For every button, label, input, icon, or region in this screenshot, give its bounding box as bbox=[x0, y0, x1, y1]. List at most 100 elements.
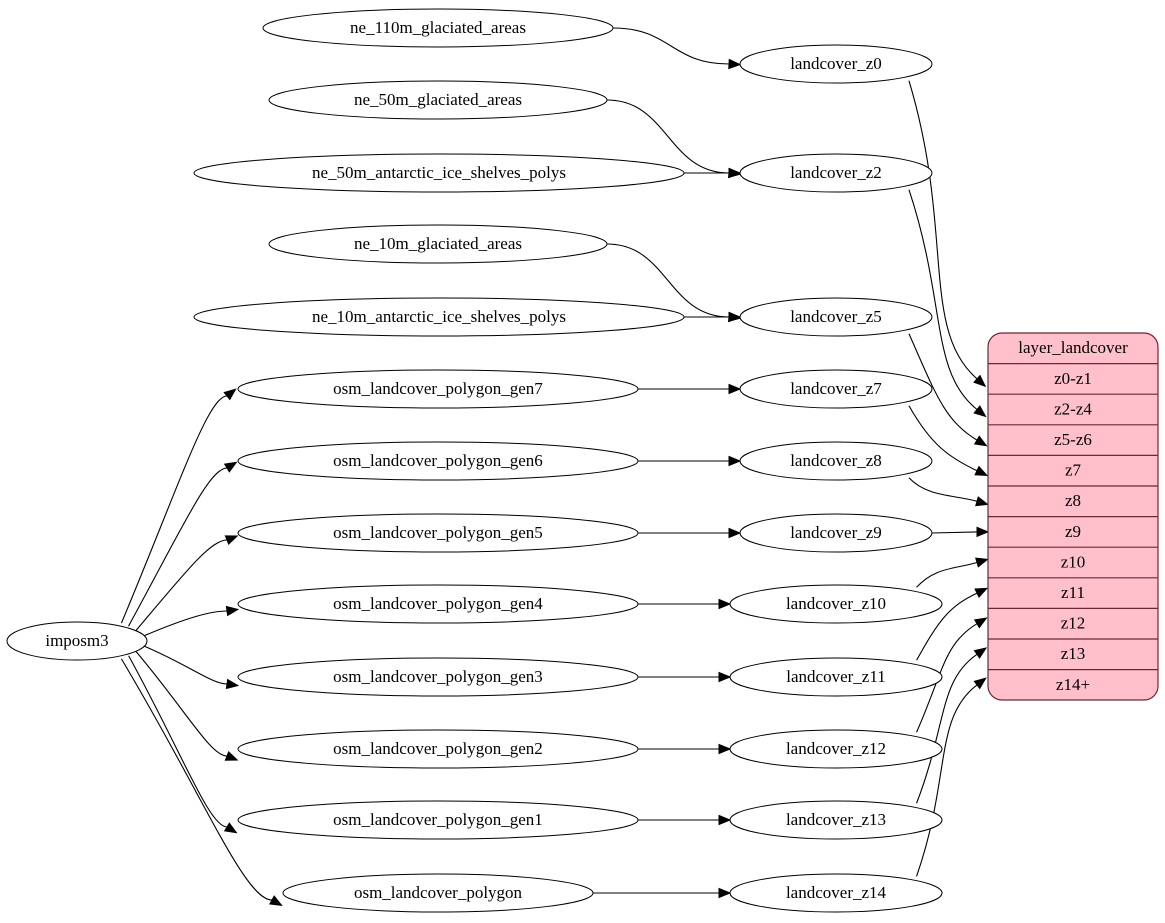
node-label: landcover_z10 bbox=[786, 594, 886, 613]
node-ellipse bbox=[729, 873, 943, 913]
edge-imposm3-to-osm_landcover_polygon bbox=[120, 658, 273, 901]
node-ellipse bbox=[6, 621, 148, 661]
node-landcover_z5[interactable]: landcover_z5 bbox=[739, 297, 933, 337]
arrow-head-icon bbox=[718, 743, 732, 755]
node-osm_landcover_polygon_gen3[interactable]: osm_landcover_polygon_gen3 bbox=[237, 657, 639, 697]
edge-landcover_z0-to-row bbox=[908, 80, 978, 380]
node-label: osm_landcover_polygon bbox=[354, 883, 523, 902]
node-landcover_z0[interactable]: landcover_z0 bbox=[739, 44, 933, 84]
arrow-head-icon bbox=[728, 383, 742, 395]
table-row[interactable]: z12 bbox=[1061, 614, 1086, 633]
arrow-head-icon bbox=[973, 617, 988, 629]
node-ellipse bbox=[193, 297, 685, 337]
edge-imposm3-to-osm_landcover_polygon_gen3 bbox=[140, 644, 228, 685]
node-ne_10m_glaciated_areas[interactable]: ne_10m_glaciated_areas bbox=[268, 224, 608, 264]
arrow-head-icon bbox=[728, 527, 742, 539]
table-row[interactable]: z5-z6 bbox=[1054, 430, 1092, 449]
edge-ne_50m_glaciated_areas-to-landcover_z2 bbox=[606, 99, 730, 174]
table-row[interactable]: z9 bbox=[1065, 522, 1081, 541]
edge-imposm3-to-osm_landcover_polygon_gen6 bbox=[128, 467, 228, 627]
node-label: landcover_z13 bbox=[786, 810, 886, 829]
node-ellipse bbox=[739, 441, 933, 481]
node-landcover_z14[interactable]: landcover_z14 bbox=[729, 873, 943, 913]
table-row[interactable]: z7 bbox=[1065, 461, 1082, 480]
node-landcover_z12[interactable]: landcover_z12 bbox=[729, 729, 943, 769]
table-row-label: z10 bbox=[1061, 552, 1086, 571]
node-imposm3[interactable]: imposm3 bbox=[6, 621, 148, 661]
node-label: osm_landcover_polygon_gen3 bbox=[333, 667, 543, 686]
node-ellipse bbox=[739, 153, 933, 193]
node-label: landcover_z2 bbox=[790, 163, 882, 182]
edge-ne_10m_glaciated_areas-to-landcover_z5 bbox=[606, 243, 730, 318]
node-ellipse bbox=[237, 800, 639, 840]
node-label: osm_landcover_polygon_gen2 bbox=[333, 739, 543, 758]
arrow-head-icon bbox=[223, 461, 238, 473]
edge-imposm3-to-osm_landcover_polygon_gen1 bbox=[128, 655, 228, 828]
edge-landcover_z10-to-row bbox=[916, 561, 978, 588]
node-ellipse bbox=[729, 584, 943, 624]
arrow-head-icon bbox=[224, 535, 239, 546]
arrow-head-icon bbox=[975, 557, 989, 568]
node-label: landcover_z14 bbox=[786, 883, 887, 902]
node-label: ne_10m_antarctic_ice_shelves_polys bbox=[312, 307, 566, 326]
arrow-head-icon bbox=[718, 887, 732, 899]
node-landcover_z11[interactable]: landcover_z11 bbox=[729, 657, 943, 697]
node-osm_landcover_polygon_gen2[interactable]: osm_landcover_polygon_gen2 bbox=[237, 729, 639, 769]
node-label: ne_110m_glaciated_areas bbox=[350, 18, 526, 37]
node-ne_50m_antarctic_ice_shelves_polys[interactable]: ne_50m_antarctic_ice_shelves_polys bbox=[193, 153, 685, 193]
arrow-head-icon bbox=[974, 465, 989, 476]
node-landcover_z10[interactable]: landcover_z10 bbox=[729, 584, 943, 624]
node-osm_landcover_polygon_gen7[interactable]: osm_landcover_polygon_gen7 bbox=[237, 369, 639, 409]
arrow-head-icon bbox=[976, 526, 990, 538]
node-label: ne_50m_antarctic_ice_shelves_polys bbox=[312, 163, 566, 182]
node-landcover_z8[interactable]: landcover_z8 bbox=[739, 441, 933, 481]
arrow-head-icon bbox=[225, 605, 240, 617]
edge-landcover_z8-to-row bbox=[908, 477, 978, 502]
node-landcover_z2[interactable]: landcover_z2 bbox=[739, 153, 933, 193]
table-row[interactable]: z8 bbox=[1065, 491, 1081, 510]
table-row-label: z11 bbox=[1061, 583, 1085, 602]
node-osm_landcover_polygon_gen1[interactable]: osm_landcover_polygon_gen1 bbox=[237, 800, 639, 840]
node-label: landcover_z8 bbox=[790, 451, 882, 470]
node-ne_10m_antarctic_ice_shelves_polys[interactable]: ne_10m_antarctic_ice_shelves_polys bbox=[193, 297, 685, 337]
arrow-head-icon bbox=[973, 677, 987, 690]
layer-landcover-table: layer_landcoverz0-z1z2-z4z5-z6z7z8z9z10z… bbox=[987, 332, 1159, 701]
table-row[interactable]: z13 bbox=[1061, 644, 1086, 663]
node-osm_landcover_polygon_gen5[interactable]: osm_landcover_polygon_gen5 bbox=[237, 513, 639, 553]
table-row-label: z13 bbox=[1061, 644, 1086, 663]
node-ellipse bbox=[729, 729, 943, 769]
arrow-head-icon bbox=[728, 58, 742, 70]
node-landcover_z7[interactable]: landcover_z7 bbox=[739, 369, 933, 409]
table-row[interactable]: z0-z1 bbox=[1054, 369, 1092, 388]
arrow-head-icon bbox=[975, 496, 989, 507]
table-row[interactable]: z14+ bbox=[1056, 675, 1090, 694]
node-landcover_z9[interactable]: landcover_z9 bbox=[739, 513, 933, 553]
edge-ne_110m_glaciated_areas-to-landcover_z0 bbox=[612, 27, 730, 65]
node-ne_110m_glaciated_areas[interactable]: ne_110m_glaciated_areas bbox=[262, 8, 614, 48]
arrow-head-icon bbox=[728, 167, 742, 179]
node-landcover_z13[interactable]: landcover_z13 bbox=[729, 800, 943, 840]
arrow-head-icon bbox=[224, 750, 239, 761]
edge-landcover_z7-to-row bbox=[908, 405, 978, 472]
table-row[interactable]: z2-z4 bbox=[1054, 399, 1092, 418]
arrow-head-icon bbox=[269, 895, 283, 907]
node-osm_landcover_polygon_gen6[interactable]: osm_landcover_polygon_gen6 bbox=[237, 441, 639, 481]
node-osm_landcover_polygon[interactable]: osm_landcover_polygon bbox=[282, 873, 594, 913]
node-label: ne_50m_glaciated_areas bbox=[354, 90, 522, 109]
arrow-head-icon bbox=[974, 587, 989, 599]
table-row[interactable]: z11 bbox=[1061, 583, 1085, 602]
arrow-head-icon bbox=[225, 678, 240, 690]
arrow-head-icon bbox=[973, 405, 987, 418]
node-osm_landcover_polygon_gen4[interactable]: osm_landcover_polygon_gen4 bbox=[237, 584, 639, 624]
table-row-label: z12 bbox=[1061, 614, 1086, 633]
table-row[interactable]: z10 bbox=[1061, 552, 1086, 571]
node-ellipse bbox=[237, 729, 639, 769]
table-row-label: z7 bbox=[1065, 461, 1082, 480]
node-label: landcover_z11 bbox=[786, 667, 885, 686]
node-ne_50m_glaciated_areas[interactable]: ne_50m_glaciated_areas bbox=[268, 80, 608, 120]
edge-landcover_z12-to-row bbox=[916, 623, 978, 733]
table-row-label: z14+ bbox=[1056, 675, 1090, 694]
arrow-head-icon bbox=[223, 388, 237, 401]
node-ellipse bbox=[739, 513, 933, 553]
